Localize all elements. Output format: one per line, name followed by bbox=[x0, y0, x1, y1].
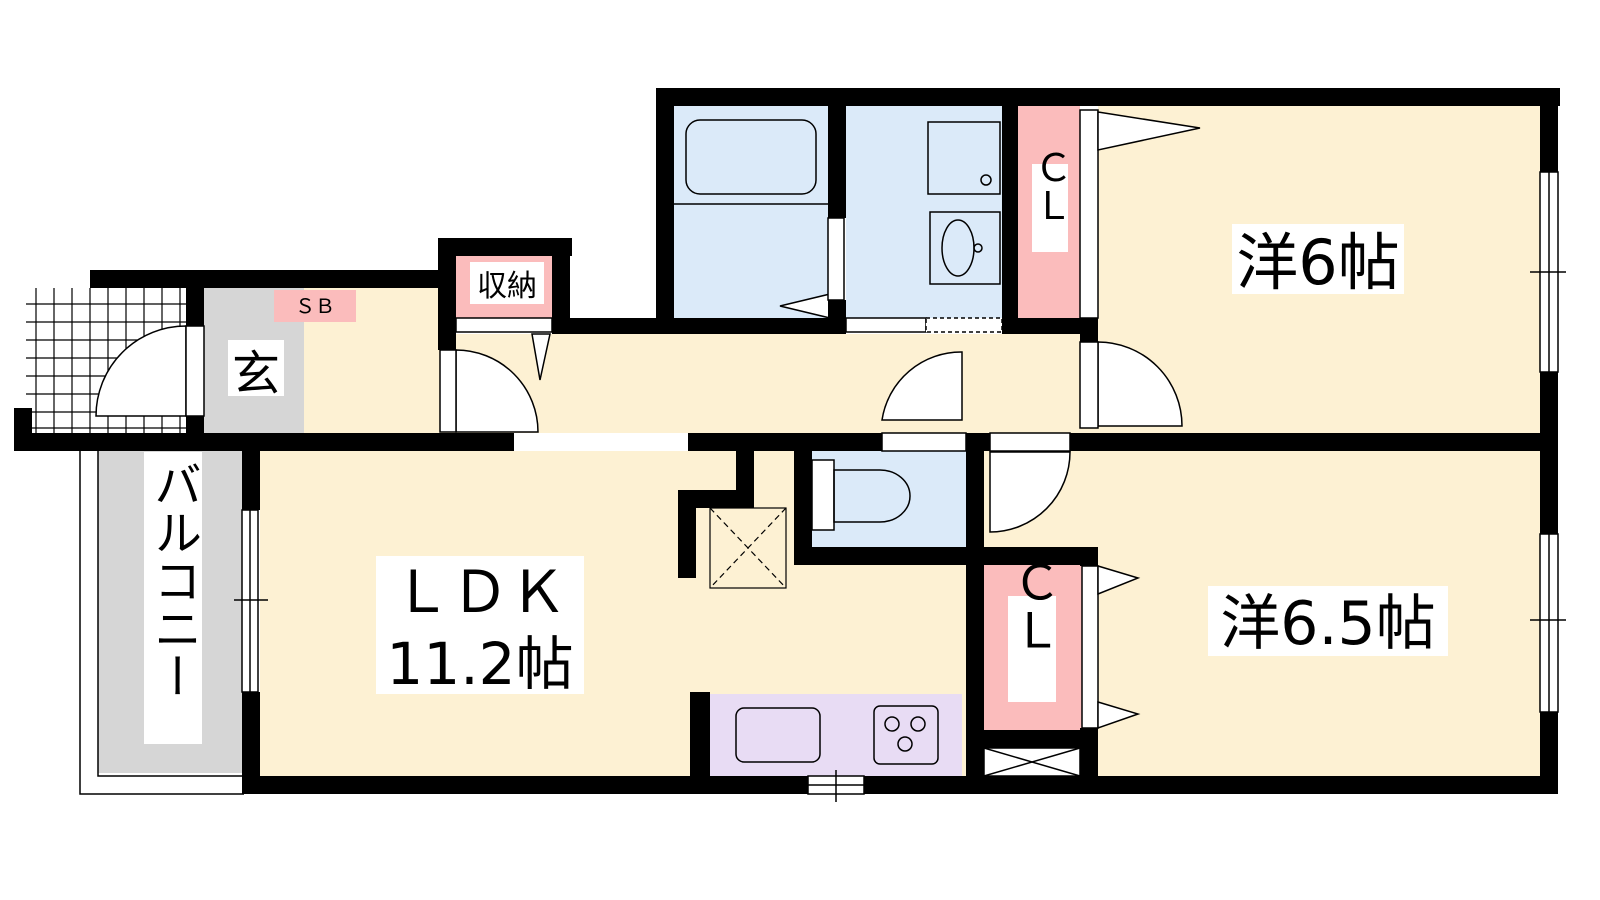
shoe-box-label: ＳＢ bbox=[295, 294, 335, 318]
balcony-rail bbox=[79, 451, 244, 795]
ldk-label: ＬＤＫ bbox=[393, 558, 567, 626]
balcony-label: バルコニー bbox=[145, 460, 201, 700]
bathroom-floor bbox=[674, 106, 828, 318]
refrigerator-space bbox=[709, 507, 787, 589]
toilet-floor bbox=[812, 451, 966, 547]
sink bbox=[735, 707, 821, 763]
western-room-1-label: 洋6帖 bbox=[1236, 226, 1399, 299]
hallway-floor bbox=[440, 334, 1098, 433]
washbasin bbox=[927, 121, 1001, 285]
shoe-box-floor bbox=[274, 290, 356, 322]
walls bbox=[14, 88, 1560, 794]
storage-label: 収納 bbox=[477, 269, 537, 304]
storage-box bbox=[983, 747, 1081, 777]
window-marks bbox=[234, 172, 1566, 802]
ldk-size-label: 11.2帖 bbox=[386, 630, 573, 698]
label-backgrounds bbox=[144, 164, 1448, 744]
closet-1-label: ＣＬ bbox=[1028, 148, 1072, 224]
closet-2-label: ＣＬ bbox=[1004, 558, 1060, 654]
stove bbox=[873, 705, 939, 765]
western-room-2-label: 洋6.5帖 bbox=[1220, 589, 1435, 659]
entrance-label: 玄 bbox=[232, 346, 280, 402]
bathtub bbox=[674, 119, 828, 205]
